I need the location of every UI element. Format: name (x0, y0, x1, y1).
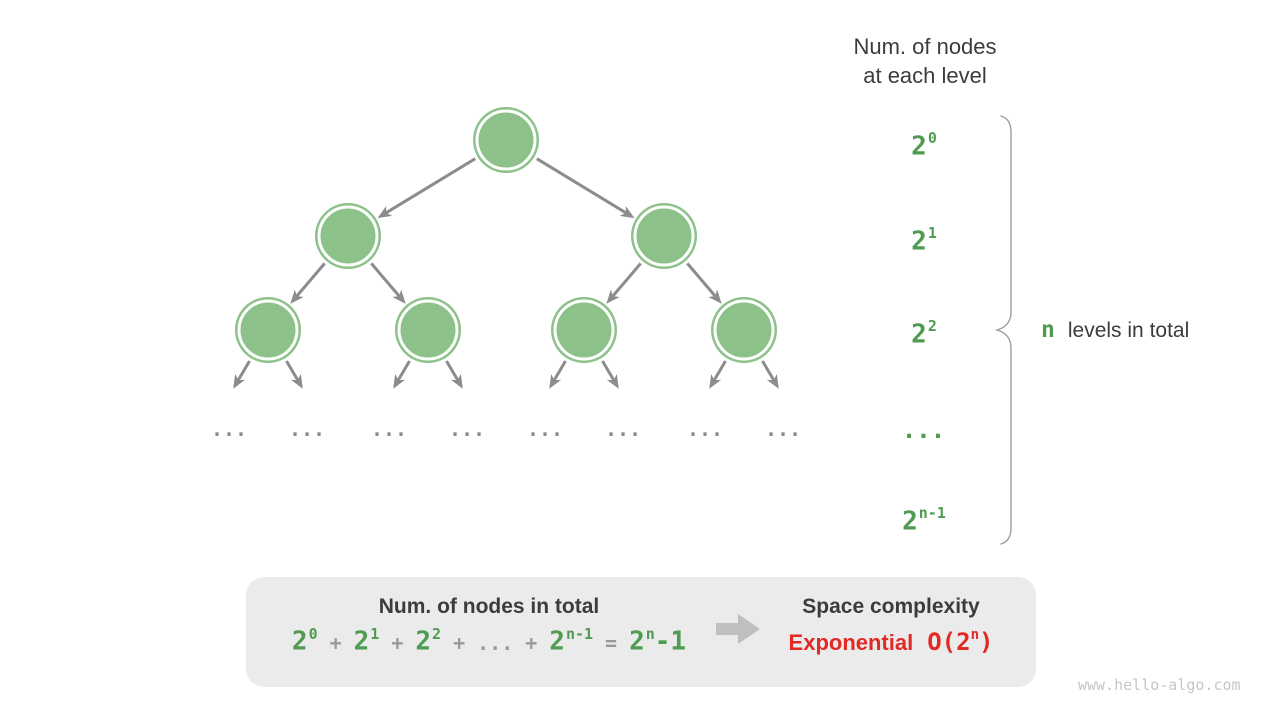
formula-token: 20 (291, 625, 318, 657)
levels-column-header: Num. of nodes at each level (820, 32, 1030, 90)
ellipsis-label: ... (371, 417, 407, 441)
level-label-2: 22 (911, 317, 937, 350)
ellipsis-label: ... (289, 417, 325, 441)
down-arrow (549, 360, 567, 389)
tree-node-l3-1 (235, 297, 301, 363)
space-complexity-section: Space complexity Exponential O(2n) (766, 595, 1016, 656)
tree-edge (606, 262, 642, 304)
tree-edge (370, 262, 406, 304)
arrow-right-icon (716, 614, 760, 644)
levels-note-text: levels in total (1067, 319, 1190, 342)
formula-token: = (605, 630, 618, 655)
ellipsis-label: ... (765, 417, 801, 441)
down-arrow (393, 360, 411, 389)
formula-token: 21 (353, 625, 380, 657)
tree-edge (686, 262, 722, 304)
header-line-1: Num. of nodes (853, 34, 997, 59)
space-complexity-value: Exponential O(2n) (766, 627, 1016, 656)
formula-token: + (525, 630, 538, 655)
tree-node-l3-2 (395, 297, 461, 363)
node-total-formula: 20 +21 +22 +... +2n-1 = 2n-1 (264, 625, 714, 657)
formula-token: ... (477, 630, 514, 655)
down-arrow (285, 360, 303, 389)
tree-edge (290, 262, 326, 304)
ellipsis-label: ... (211, 417, 247, 441)
formula-token: + (453, 630, 466, 655)
down-arrow (233, 360, 251, 389)
level-label-last: 2n-1 (902, 504, 946, 537)
down-arrow (601, 360, 619, 389)
tree-node-l2-left (315, 203, 381, 269)
level-label-1: 21 (911, 224, 937, 257)
formula-token: + (329, 630, 342, 655)
formula-token: 22 (415, 625, 442, 657)
down-arrow (761, 360, 779, 389)
level-label-ellipsis: ... (901, 416, 946, 444)
node-total-title: Num. of nodes in total (378, 595, 600, 618)
summary-box: Num. of nodes in total 20 +21 +22 +... +2n-1… (246, 577, 1036, 687)
tree-node-l3-4 (711, 297, 777, 363)
tree-edge (377, 157, 476, 219)
node-total-section: Num. of nodes in total 20 +21 +22 +... +2n-1… (264, 595, 714, 657)
tree-node-l2-right (631, 203, 697, 269)
tree-edge (536, 157, 635, 219)
tree-node-l3-3 (551, 297, 617, 363)
ellipsis-label: ... (605, 417, 641, 441)
down-arrow (445, 360, 463, 389)
formula-token: 2n-1 (549, 625, 594, 657)
header-line-2: at each level (863, 63, 987, 88)
ellipsis-label: ... (527, 417, 563, 441)
space-complexity-title: Space complexity (802, 595, 980, 618)
ellipsis-label: ... (449, 417, 485, 441)
levels-variable: n (1041, 317, 1055, 343)
tree-node-root (473, 107, 539, 173)
formula-token: + (391, 630, 404, 655)
formula-token: 2n-1 (629, 625, 687, 657)
complexity-word: Exponential (788, 630, 914, 655)
down-arrow (709, 360, 727, 389)
ellipsis-label: ... (687, 417, 723, 441)
level-label-0: 20 (911, 129, 937, 162)
watermark: www.hello-algo.com (1078, 676, 1241, 694)
complexity-big-o: O(2n) (927, 627, 994, 656)
levels-brace (994, 115, 1012, 545)
brace-note: n levels in total (1041, 315, 1189, 345)
